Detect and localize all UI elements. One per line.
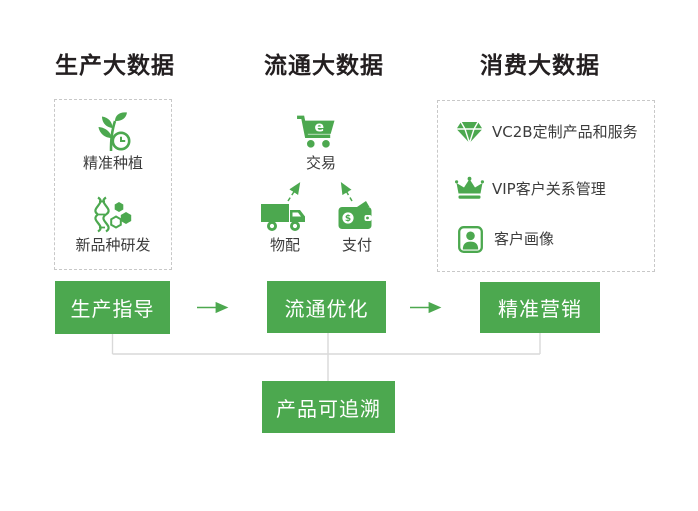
dna-hexagon-icon	[93, 196, 133, 233]
node-label-payment: 支付	[341, 236, 372, 254]
item-label-customer-portrait: 客户画像	[494, 230, 555, 248]
precision-marketing-button: 精准营销	[480, 282, 600, 333]
production-guidance-button: 生产指导	[55, 281, 170, 334]
item-label-vc2b: VC2B定制产品和服务	[492, 123, 638, 141]
column-title-consumption: 消费大数据	[480, 53, 600, 79]
truck-icon	[261, 201, 308, 232]
dashed-arrow-logistics-to-trade	[287, 182, 301, 202]
item-label-new-variety-rd: 新品种研发	[75, 236, 151, 254]
dashed-arrow-payment-to-trade	[340, 182, 353, 202]
user-card-icon	[458, 226, 483, 253]
wallet-currency-symbol: $	[345, 214, 351, 224]
item-label-vip-crm: VIP客户关系管理	[492, 180, 606, 198]
plant-clock-icon	[90, 111, 136, 152]
item-label-precision-planting: 精准种植	[82, 154, 143, 172]
cart-letter: e	[314, 120, 324, 136]
column-title-production: 生产大数据	[55, 53, 175, 79]
column-title-circulation: 流通大数据	[264, 53, 384, 79]
shopping-cart-icon: e	[294, 114, 338, 150]
consumption-items-box	[437, 100, 655, 272]
wallet-icon: $	[337, 197, 373, 231]
crown-icon	[455, 176, 484, 200]
diamond-icon	[456, 119, 483, 145]
production-items-box	[54, 99, 172, 270]
product-traceability-button: 产品可追溯	[262, 381, 395, 433]
node-label-trade: 交易	[305, 154, 336, 172]
node-label-logistics: 物配	[269, 236, 300, 254]
circulation-optimization-button: 流通优化	[267, 281, 386, 333]
